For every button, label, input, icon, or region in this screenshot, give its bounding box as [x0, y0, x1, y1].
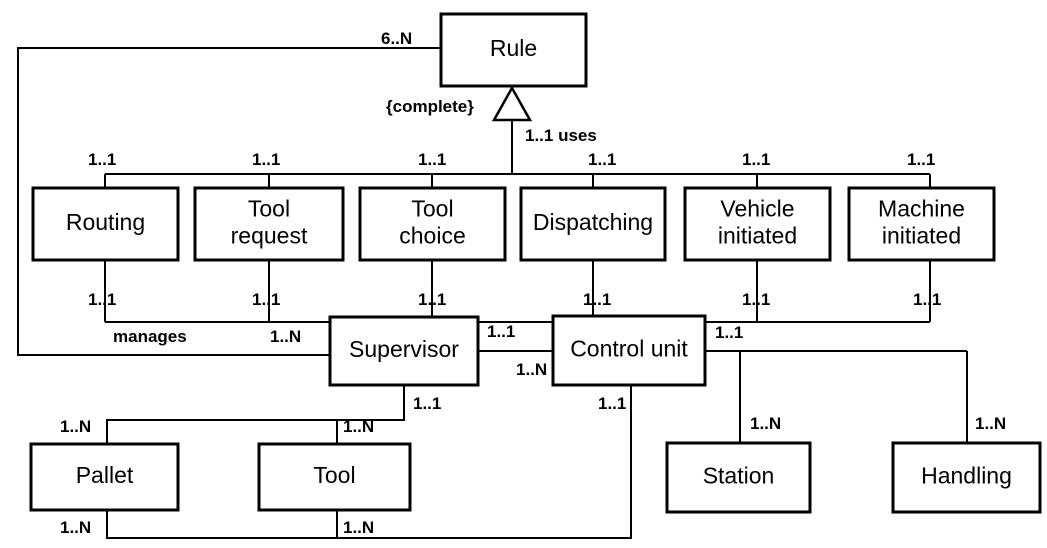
class-name-station: Station	[703, 463, 775, 489]
label-m-rule-6n: 6..N	[381, 29, 412, 48]
class-box-control-unit[interactable]: Control unit	[551, 314, 707, 387]
class-box-rect-routing	[31, 186, 180, 262]
label-m-cu-right: 1..1	[715, 323, 743, 342]
class-box-rect-tool	[257, 442, 412, 512]
class-name-control-unit: Control unit	[570, 336, 688, 362]
class-name-handling: Handling	[921, 463, 1012, 489]
class-box-handling[interactable]: Handling	[891, 441, 1042, 514]
label-m-routing-bot: 1..1	[88, 290, 116, 309]
class-name-tool-request: request	[231, 223, 308, 249]
label-m-toolchoice-top: 1..1	[418, 150, 446, 169]
class-name-vehicle: initiated	[718, 223, 797, 249]
class-box-supervisor[interactable]: Supervisor	[328, 315, 480, 387]
class-box-rect-machine	[847, 186, 996, 262]
class-name-supervisor: Supervisor	[349, 336, 459, 362]
generalization-triangle-icon	[491, 85, 533, 122]
class-name-machine: Machine	[878, 196, 965, 222]
class-box-station[interactable]: Station	[665, 441, 812, 514]
class-box-rect-supervisor	[328, 315, 480, 387]
class-name-dispatching: Dispatching	[533, 209, 653, 235]
label-m-cu-left: 1..N	[516, 360, 547, 379]
class-name-vehicle: Vehicle	[720, 196, 794, 222]
label-m-tool-bot: 1..N	[343, 518, 374, 537]
constraint-complete-label: {complete}	[386, 97, 474, 116]
label-m-tool-top: 1..N	[343, 417, 374, 436]
class-box-rect-vehicle	[683, 186, 832, 262]
class-box-rect-control-unit	[551, 314, 707, 387]
class-name-machine: initiated	[882, 223, 961, 249]
class-name-tool-choice: Tool	[411, 196, 453, 222]
association-pallet-down	[106, 385, 632, 539]
class-box-rect-station	[665, 441, 812, 514]
class-name-pallet: Pallet	[76, 462, 134, 488]
label-m-machine-bot: 1..1	[913, 290, 941, 309]
class-box-rect-pallet	[29, 442, 180, 512]
label-m-manages: manages	[113, 327, 187, 346]
class-box-routing[interactable]: Routing	[31, 186, 180, 262]
label-m-toolreq-top: 1..1	[252, 150, 280, 169]
label-m-pallet-bot: 1..N	[60, 518, 91, 537]
class-box-tool[interactable]: Tool	[257, 442, 412, 512]
class-name-tool-choice: choice	[399, 223, 465, 249]
label-m-cu-bot: 1..1	[598, 394, 626, 413]
class-box-rect-tool-request	[193, 186, 345, 262]
class-box-pallet[interactable]: Pallet	[29, 442, 180, 512]
label-m-routing-top: 1..1	[88, 150, 116, 169]
class-box-rect-dispatching	[519, 186, 667, 262]
label-m-handling-top: 1..N	[975, 414, 1006, 433]
label-m-dispatch-top: 1..1	[588, 150, 616, 169]
class-box-rect-rule	[439, 12, 588, 88]
association-supervisor-down	[106, 385, 405, 444]
label-m-vehicle-bot: 1..1	[742, 290, 770, 309]
label-m-sup-right: 1..1	[487, 322, 515, 341]
label-m-pallet-top: 1..N	[60, 417, 91, 436]
label-m-dispatch-bot: 1..1	[583, 290, 611, 309]
class-name-tool: Tool	[313, 462, 355, 488]
label-m-uses: 1..1 uses	[525, 126, 597, 145]
label-m-toolreq-bot: 1..1	[252, 290, 280, 309]
label-m-machine-top: 1..1	[907, 150, 935, 169]
label-m-toolchoice-bot: 1..1	[418, 290, 446, 309]
label-m-vehicle-top: 1..1	[742, 150, 770, 169]
association-rule-to-supervisor-left	[17, 47, 441, 356]
label-m-sup-bot: 1..1	[413, 394, 441, 413]
class-boxes-layer: RuleRoutingToolrequestToolchoiceDispatch…	[29, 12, 1042, 514]
class-name-rule: Rule	[490, 35, 537, 61]
connectors-layer	[17, 47, 968, 539]
class-name-routing: Routing	[66, 209, 145, 235]
class-box-dispatching[interactable]: Dispatching	[519, 186, 667, 262]
class-name-tool-request: Tool	[248, 196, 290, 222]
class-box-rect-handling	[891, 441, 1042, 514]
label-m-station-top: 1..N	[750, 414, 781, 433]
class-box-rule[interactable]: Rule	[439, 12, 588, 88]
class-box-rect-tool-choice	[358, 186, 507, 262]
label-m-sup-left: 1..N	[270, 327, 301, 346]
